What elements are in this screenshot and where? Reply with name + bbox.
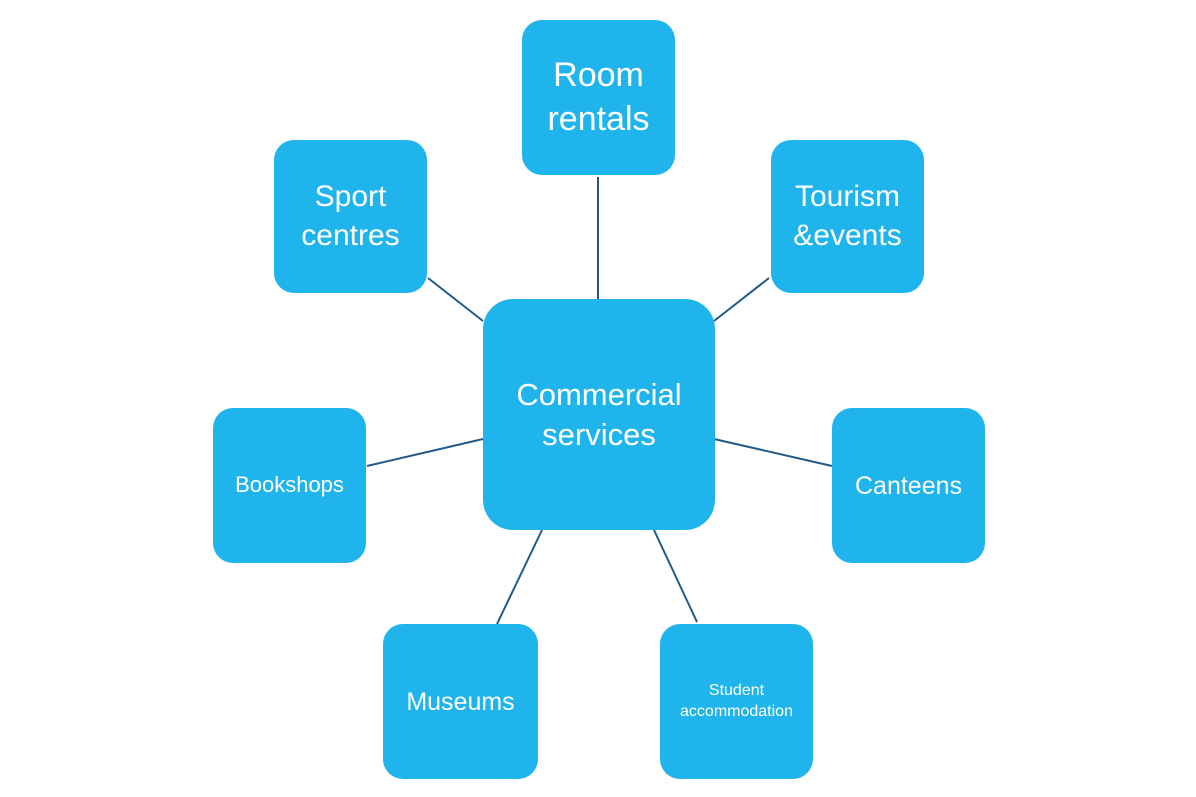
connector-sport-centres [427, 277, 484, 322]
node-bookshops: Bookshops [213, 408, 366, 563]
node-bookshops-label: Bookshops [235, 472, 344, 498]
node-canteens-label: Canteens [854, 471, 963, 500]
node-sport-centres-label: Sport centres [301, 180, 400, 252]
connector-museums [496, 529, 543, 625]
connector-student-accommodation [653, 529, 698, 623]
node-tourism-events-label: Tourism &events [793, 180, 902, 252]
node-commercial-services: Commercial services [483, 299, 715, 530]
node-canteens: Canteens [832, 408, 985, 563]
node-student-accommodation: Student accommodation [660, 624, 813, 779]
connector-canteens [713, 438, 833, 467]
node-room-rentals-label: Room rentals [547, 55, 650, 138]
node-tourism-events: Tourism &events [771, 140, 924, 293]
node-sport-centres: Sport centres [274, 140, 427, 293]
node-commercial-services-label: Commercial services [516, 376, 682, 452]
node-room-rentals: Room rentals [522, 20, 675, 175]
node-student-accommodation-label: Student accommodation [680, 682, 793, 720]
connector-bookshops [366, 438, 484, 467]
connector-tourism-events [713, 277, 770, 322]
node-museums: Museums [383, 624, 538, 779]
node-museums-label: Museums [406, 687, 515, 716]
